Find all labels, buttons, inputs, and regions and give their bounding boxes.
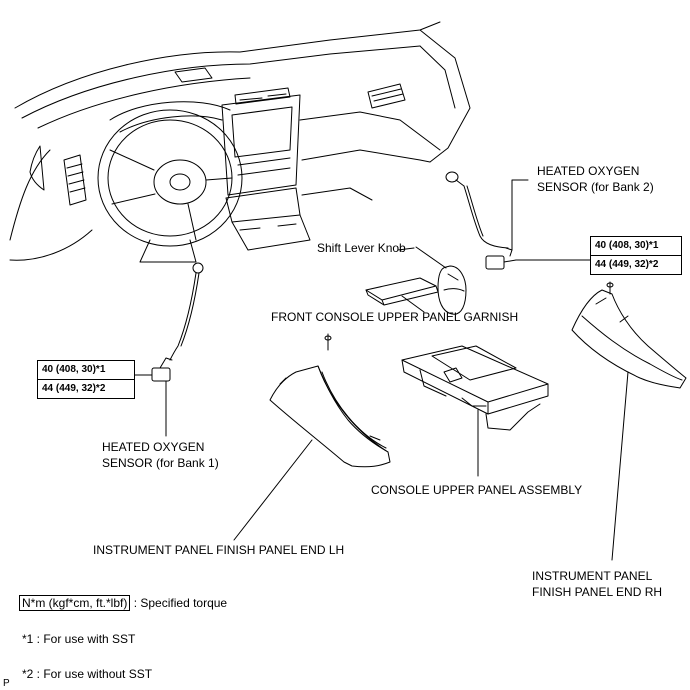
- front-console-garnish: [365, 277, 439, 313]
- heated-oxygen-sensor-bank2: [445, 171, 591, 270]
- torque-spec-left: 40 (408, 30)*1 44 (449, 32)*2: [37, 360, 135, 399]
- shift-lever-knob: [415, 246, 467, 315]
- torque-spec-left-line2: 44 (449, 32)*2: [38, 379, 134, 398]
- label-shift-lever-knob: Shift Lever Knob: [317, 241, 406, 255]
- finish-panel-end-rh: [571, 281, 687, 561]
- label-finish-panel-rh-line1: INSTRUMENT PANEL: [532, 569, 653, 583]
- label-console-upper-panel: CONSOLE UPPER PANEL ASSEMBLY: [371, 483, 583, 497]
- label-heated-o2-bank1-line1: HEATED OXYGEN: [102, 440, 205, 454]
- label-heated-o2-bank2-line1: HEATED OXYGEN: [537, 164, 640, 178]
- label-finish-panel-rh-line2: FINISH PANEL END RH: [532, 585, 663, 599]
- console-upper-panel-assembly: [401, 345, 549, 477]
- legend-note-2: *2 : For use without SST: [22, 667, 153, 681]
- legend-unit-row: N*m (kgf*cm, ft.*lbf) : Specified torque: [19, 595, 228, 611]
- corner-mark: P: [3, 678, 10, 689]
- label-heated-o2-bank1-line2: SENSOR (for Bank 1): [102, 456, 219, 470]
- torque-spec-right-line2: 44 (449, 32)*2: [591, 255, 681, 274]
- legend-note-1: *1 : For use with SST: [22, 632, 136, 646]
- torque-spec-right: 40 (408, 30)*1 44 (449, 32)*2: [590, 236, 682, 275]
- dashboard-illustration: [9, 21, 471, 263]
- label-finish-panel-lh: INSTRUMENT PANEL FINISH PANEL END LH: [93, 543, 345, 557]
- legend-unit-desc: : Specified torque: [133, 596, 228, 610]
- label-front-console-garnish: FRONT CONSOLE UPPER PANEL GARNISH: [271, 310, 519, 324]
- leader-lines: [397, 247, 415, 251]
- legend-unit-box: N*m (kgf*cm, ft.*lbf): [19, 595, 131, 611]
- torque-spec-left-line1: 40 (408, 30)*1: [42, 364, 106, 375]
- torque-spec-right-line1: 40 (408, 30)*1: [595, 240, 659, 251]
- finish-panel-end-lh: [233, 333, 391, 541]
- label-heated-o2-bank2-line2: SENSOR (for Bank 2): [537, 180, 654, 194]
- heated-oxygen-sensor-bank1: [134, 262, 204, 437]
